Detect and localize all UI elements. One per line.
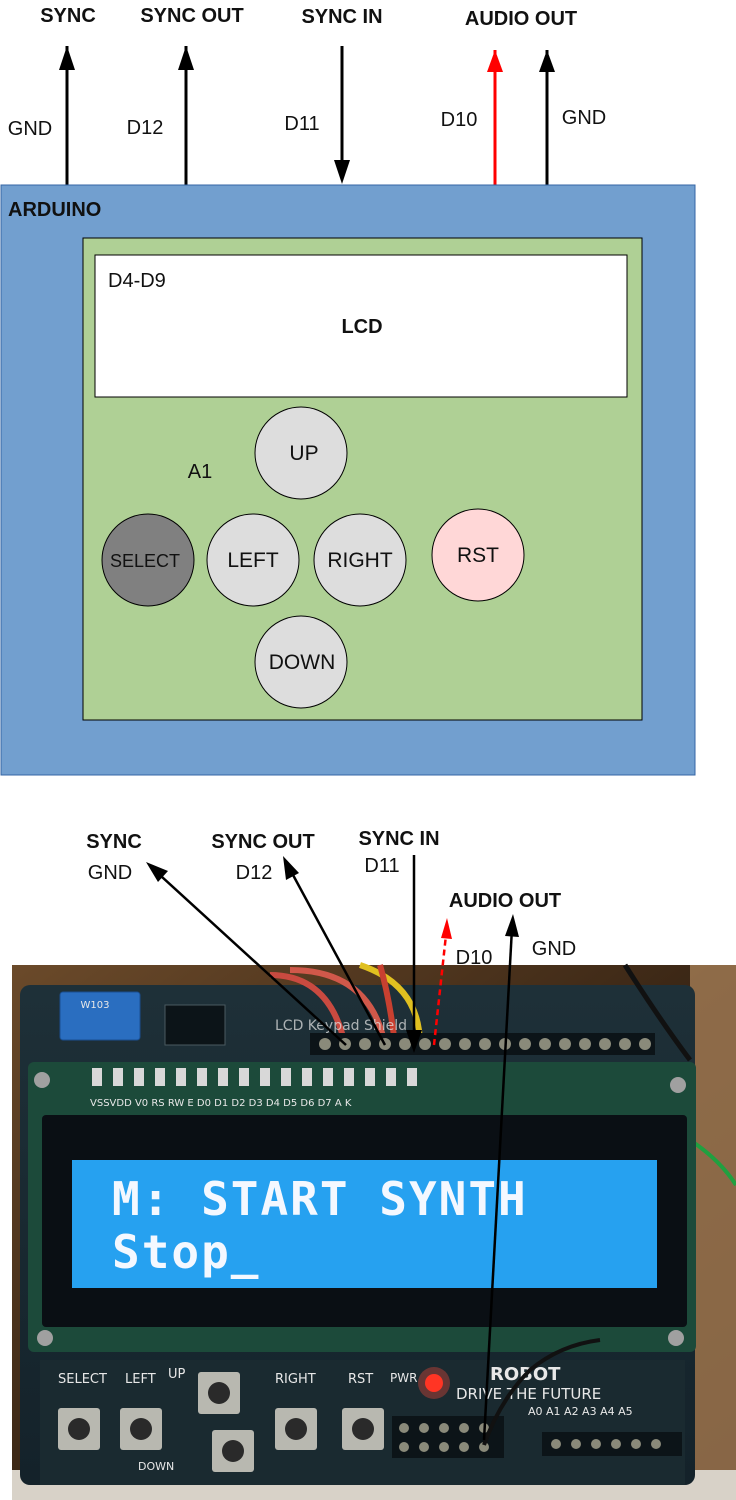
photo-sync-arrowhead — [146, 862, 168, 882]
photo-section: W103 LCD Keypad Shield — [12, 962, 736, 1500]
pin-d11-label: D11 — [284, 113, 319, 135]
down-button: DOWN — [254, 615, 348, 709]
photo-d12-label: D12 — [236, 862, 273, 884]
left-button: LEFT — [206, 513, 300, 607]
potentiometer — [59, 991, 141, 1041]
icsp-header — [164, 1004, 226, 1046]
lcd-screen — [72, 1160, 657, 1288]
lcd-label: LCD — [341, 316, 382, 338]
pcb-left-label: LEFT — [125, 1372, 156, 1387]
sync-in-arrowhead — [334, 160, 350, 184]
pcb-analog-label: A0 A1 A2 A3 A4 A5 — [528, 1405, 633, 1418]
mount-hole-tl — [34, 1072, 50, 1088]
signal-sync-in-label: SYNC IN — [301, 6, 382, 28]
pin-gnd-left-label: GND — [8, 118, 52, 140]
lcd-line-1: M: START SYNTH — [112, 1172, 528, 1226]
up-button-label: UP — [289, 442, 318, 465]
tactile-switches — [58, 1372, 384, 1472]
audio-out-arrowhead — [487, 50, 503, 72]
photo-audio-out-arrowhead — [441, 918, 452, 939]
mount-hole-br — [668, 1330, 684, 1346]
pin-d12-label: D12 — [127, 117, 164, 139]
wire-red-1 — [269, 972, 348, 1046]
up-button: UP — [254, 406, 348, 500]
rst-button-label: RST — [457, 544, 499, 567]
gnd-arrowhead — [539, 50, 555, 72]
wire-black-right — [622, 963, 693, 1062]
arduino-label: ARDUINO — [8, 199, 101, 221]
sync-arrowhead — [59, 46, 75, 70]
top-diagram: SYNC SYNC OUT SYNC IN AUDIO OUT GND D12 … — [0, 5, 696, 776]
signal-sync-label: SYNC — [40, 5, 96, 27]
sync-out-arrowhead — [178, 46, 194, 70]
photo-sync-label: SYNC — [86, 831, 142, 853]
photo-sync-in-label: SYNC IN — [358, 828, 439, 850]
lcd-header-pin-labels: VSSVDD V0 RS RW E D0 D1 D2 D3 D4 D5 D6 D… — [90, 1098, 352, 1109]
select-button: SELECT — [101, 513, 195, 607]
lcd-display — [94, 254, 628, 398]
lcd-pin-header: VSSVDD V0 RS RW E D0 D1 D2 D3 D4 D5 D6 D… — [90, 1068, 417, 1109]
pin-d10-label: D10 — [441, 109, 478, 131]
photo-gnd-arrow — [482, 927, 514, 1441]
top-header-pins: LCD Keypad Shield — [275, 1018, 655, 1055]
photo-sync-in-arrowhead — [406, 1030, 422, 1053]
pin-gnd-right-label: GND — [562, 107, 606, 129]
photo-sync-out-label: SYNC OUT — [211, 831, 314, 853]
photo-right-surface — [690, 965, 736, 1500]
shield-name-label: LCD Keypad Shield — [275, 1018, 407, 1034]
signal-audio-out-label: AUDIO OUT — [465, 8, 577, 30]
down-button-label: DOWN — [269, 651, 336, 674]
potentiometer-label: W103 — [81, 1000, 110, 1011]
lcd-pins-label: D4-D9 — [108, 270, 166, 292]
pcb-pwr-label: PWR — [390, 1371, 417, 1385]
photo-audio-out-arrow — [432, 934, 448, 1046]
power-led — [425, 1374, 443, 1392]
left-button-label: LEFT — [227, 549, 279, 572]
mount-hole-tr — [670, 1077, 686, 1093]
photo-annotations: SYNC GND SYNC OUT D12 SYNC IN D11 AUDIO … — [86, 828, 576, 1441]
right-button: RIGHT — [313, 513, 407, 607]
photo-audio-out-label: AUDIO OUT — [449, 890, 561, 912]
lcd-line-2: Stop_ — [112, 1225, 260, 1279]
photo-d11-label: D11 — [364, 855, 399, 877]
buttons-pin-label: A1 — [188, 461, 212, 483]
photo-gnd-left-label: GND — [88, 862, 132, 884]
pcb-up-label: UP — [168, 1367, 186, 1382]
photo-sync-out-arrow — [284, 861, 387, 1046]
pcb-drive-future-label: DRIVE THE FUTURE — [456, 1385, 601, 1403]
mount-hole-bl — [37, 1330, 53, 1346]
pcb-down-label: DOWN — [138, 1460, 174, 1473]
rst-button: RST — [431, 508, 525, 602]
photo-gnd-right-label: GND — [532, 938, 576, 960]
power-led-glow — [418, 1367, 450, 1399]
pcb-right-label: RIGHT — [275, 1372, 316, 1387]
photo-sync-arrow — [149, 865, 347, 1046]
photo-gnd-arrowhead — [505, 914, 519, 937]
photo-sync-out-arrowhead — [283, 856, 299, 880]
select-button-label: SELECT — [110, 551, 180, 571]
photo-d10-label: D10 — [456, 947, 493, 969]
pcb-select-label: SELECT — [58, 1372, 107, 1387]
lcd-screen-glow — [72, 1160, 657, 1288]
wire-black-gnd — [482, 1338, 601, 1446]
right-button-label: RIGHT — [327, 549, 393, 572]
signal-sync-out-label: SYNC OUT — [140, 5, 243, 27]
pcb-rst-label: RST — [348, 1372, 373, 1387]
